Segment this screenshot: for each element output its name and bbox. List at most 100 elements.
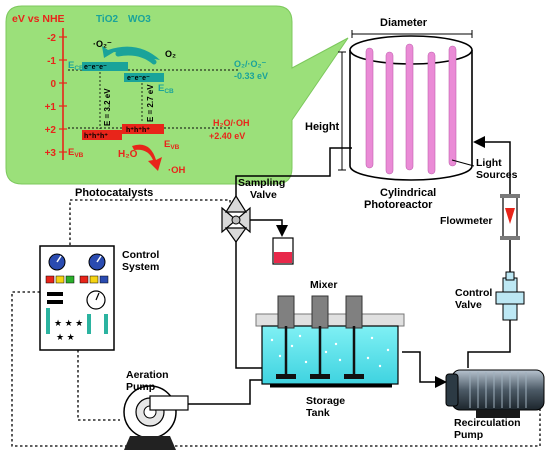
recirculation-pump-text-line2: Pump: [454, 429, 483, 441]
evb-right-label: E: [164, 139, 170, 150]
storage-tank-text: Storage: [306, 395, 345, 407]
storage-tank-text-line2: Tank: [306, 407, 330, 419]
cooling-fins: [469, 372, 527, 408]
superoxide-radical: ·O₂⁻: [93, 39, 112, 49]
tio2-conduction-band: [82, 62, 128, 71]
control-valve-text: Control: [455, 287, 492, 299]
panel-stars: ★ ★ ★: [54, 318, 83, 328]
reactor-name-line1: Cylindrical: [380, 187, 436, 199]
control-valve-text-line2: Valve: [455, 299, 482, 311]
mixer-motor: [311, 295, 329, 329]
slider-bars: [46, 308, 108, 334]
tio2-valence-band: [82, 130, 122, 140]
flowmeter[interactable]: Flowmeter: [440, 194, 520, 240]
axis-title: eV vs NHE: [12, 13, 65, 25]
reactor-name-line2: Photoreactor: [364, 199, 433, 211]
sample-liquid: [274, 252, 292, 263]
wo3-conduction-band: [124, 73, 164, 82]
photocatalysts-caption: Photocatalysts: [75, 187, 153, 199]
tank-to-pump-pipe: [402, 351, 447, 388]
lamp-tube: [365, 47, 374, 169]
diameter-label: Diameter: [380, 17, 428, 29]
svg-text:EVB: EVB: [164, 139, 180, 151]
flowmeter-to-reactor-pipe: [473, 136, 511, 196]
mixer-motor: [277, 295, 295, 329]
oh-potential-label: +2.40 eV: [209, 131, 245, 141]
hydroxyl-arrow: [132, 144, 162, 171]
svg-text:ECB: ECB: [158, 83, 174, 95]
tick-label: 0: [50, 79, 56, 90]
flowmeter-float-icon: [505, 208, 515, 224]
light-sources-label: Light Sources: [476, 157, 518, 181]
reactor-outlet-pipe: [235, 147, 352, 196]
o2-potential-label: -0.33 eV: [234, 71, 268, 81]
pump-stand: [476, 410, 520, 418]
impellers: [276, 374, 364, 379]
wo3-holes: h⁺h⁺h⁺: [126, 127, 150, 134]
mixer-shafts: [284, 326, 356, 378]
wo3-valence-band: [122, 124, 164, 134]
ecb-right-sub: CB: [164, 88, 174, 95]
wo3-label: WO3: [128, 14, 151, 25]
flowmeter-label: Flowmeter: [440, 215, 493, 227]
recirculation-pump-text: Recirculation: [454, 417, 521, 429]
lamp-tube: [405, 43, 414, 171]
light-leader-line: [451, 159, 475, 167]
tick-label: +3: [45, 148, 57, 159]
piping: [188, 136, 511, 405]
mixer-label: Mixer: [310, 279, 337, 291]
aeration-pump-label: Aeration Pump: [126, 369, 172, 393]
axis-ticks: [59, 36, 67, 153]
water-label: H₂O: [118, 149, 138, 160]
tick-label: +1: [45, 102, 57, 113]
pump-to-valve-pipe: [467, 320, 511, 368]
ecb-right-label: E: [158, 83, 164, 94]
bubbles: [270, 334, 390, 368]
storage-tank-label: Storage Tank: [306, 395, 348, 419]
switch-row: [47, 292, 63, 304]
lamp-tube: [427, 51, 436, 175]
mixer-motor: [345, 295, 363, 329]
control-valve[interactable]: Control Valve: [455, 271, 525, 321]
tio2-bandgap: E = 3.2 eV: [103, 88, 112, 126]
control-system-panel[interactable]: ★ ★ ★ ★ ★ Control System: [39, 245, 162, 351]
pump-base: [124, 436, 176, 450]
wo3-bandgap: E = 2.7 eV: [146, 84, 155, 122]
tick-label: +2: [45, 125, 57, 136]
recirculation-pump[interactable]: Recirculation Pump: [445, 369, 545, 441]
tio2-holes: h⁺h⁺h⁺: [84, 133, 108, 140]
cylindrical-photoreactor: Diameter Height Light Sources Cylindrica…: [305, 17, 518, 211]
band-diagram-bubble: eV vs NHE TiO2 WO3 -2 -1 0 +1 +2 +3 e⁻e⁻…: [5, 5, 349, 199]
mixer-motors: [277, 295, 363, 329]
light-sources: [365, 43, 457, 175]
wo3-electrons: e⁻e⁻e⁻: [127, 75, 150, 82]
control-system-text-line2: System: [122, 261, 159, 273]
panel-stars: ★ ★: [56, 332, 75, 342]
ecb-left-sub: CB: [74, 65, 84, 72]
recirculation-pump-label: Recirculation Pump: [454, 417, 523, 441]
storage-tank: Mixer Storage Tank: [255, 279, 405, 419]
evb-left-label: E: [68, 147, 74, 158]
svg-text:ECB: ECB: [68, 60, 84, 72]
sampling-valve-line1: Sampling: [238, 177, 285, 189]
sampling-valve-line2: Valve: [250, 189, 277, 201]
aeration-pump-text-line2: Pump: [126, 381, 155, 393]
aeration-pump-text: Aeration: [126, 369, 169, 381]
control-valve-label: Control Valve: [455, 287, 495, 311]
light-label-text-line2: Sources: [476, 169, 518, 181]
evb-left-sub: VB: [74, 152, 83, 159]
hydroxyl-radical: ·OH: [168, 165, 186, 176]
tick-label: -1: [47, 56, 56, 67]
aeration-pump[interactable]: Aeration Pump: [123, 369, 189, 450]
ecb-left-label: E: [68, 60, 74, 71]
bubble-shape: [5, 5, 349, 185]
sampling-branch-pipe: [250, 219, 288, 237]
indicator-lights: [45, 275, 109, 284]
control-system-text: Control: [122, 249, 159, 261]
o2-couple-label: O₂/·O₂⁻: [234, 59, 266, 69]
tio2-label: TiO2: [96, 14, 118, 25]
